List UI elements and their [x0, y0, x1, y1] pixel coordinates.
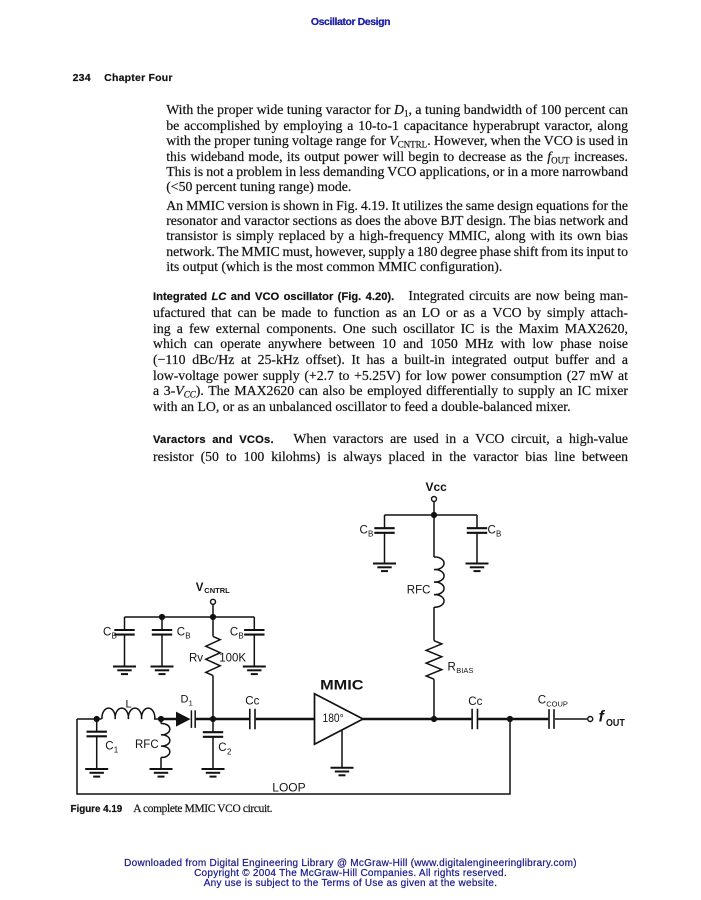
svg-text:R: R	[448, 662, 456, 674]
svg-text:Vcc: Vcc	[426, 480, 448, 494]
svg-text:B: B	[185, 632, 190, 641]
svg-text:LOOP: LOOP	[272, 781, 305, 795]
svg-text:COUP: COUP	[546, 700, 568, 709]
svg-text:Cc: Cc	[468, 696, 482, 708]
svg-text:C: C	[230, 627, 238, 639]
svg-text:Rv: Rv	[189, 652, 203, 664]
svg-text:L: L	[126, 698, 132, 710]
svg-text:Cc: Cc	[245, 696, 259, 708]
svg-text:C: C	[488, 525, 496, 537]
svg-text:B: B	[368, 530, 373, 539]
svg-text:CNTRL: CNTRL	[204, 586, 230, 595]
svg-text:V: V	[196, 582, 204, 594]
svg-text:MMIC: MMIC	[320, 677, 363, 693]
svg-text:1: 1	[189, 699, 193, 708]
svg-text:C: C	[360, 525, 368, 537]
svg-text:C: C	[218, 742, 226, 754]
svg-text:f: f	[599, 708, 606, 725]
svg-text:B: B	[496, 530, 501, 539]
svg-text:RFC: RFC	[407, 585, 431, 597]
svg-text:180°: 180°	[323, 711, 344, 725]
svg-text:C: C	[538, 695, 546, 707]
svg-text:OUT: OUT	[606, 717, 625, 729]
svg-text:RFC: RFC	[135, 739, 159, 751]
svg-text:100K: 100K	[219, 652, 246, 664]
svg-text:B: B	[238, 632, 243, 641]
svg-text:D: D	[181, 694, 189, 706]
svg-text:BIAS: BIAS	[456, 666, 473, 675]
svg-text:C: C	[103, 627, 111, 639]
svg-text:C: C	[177, 627, 185, 639]
svg-text:1: 1	[114, 746, 119, 755]
svg-text:C: C	[105, 741, 113, 753]
svg-text:B: B	[112, 632, 117, 641]
svg-text:2: 2	[227, 747, 232, 756]
